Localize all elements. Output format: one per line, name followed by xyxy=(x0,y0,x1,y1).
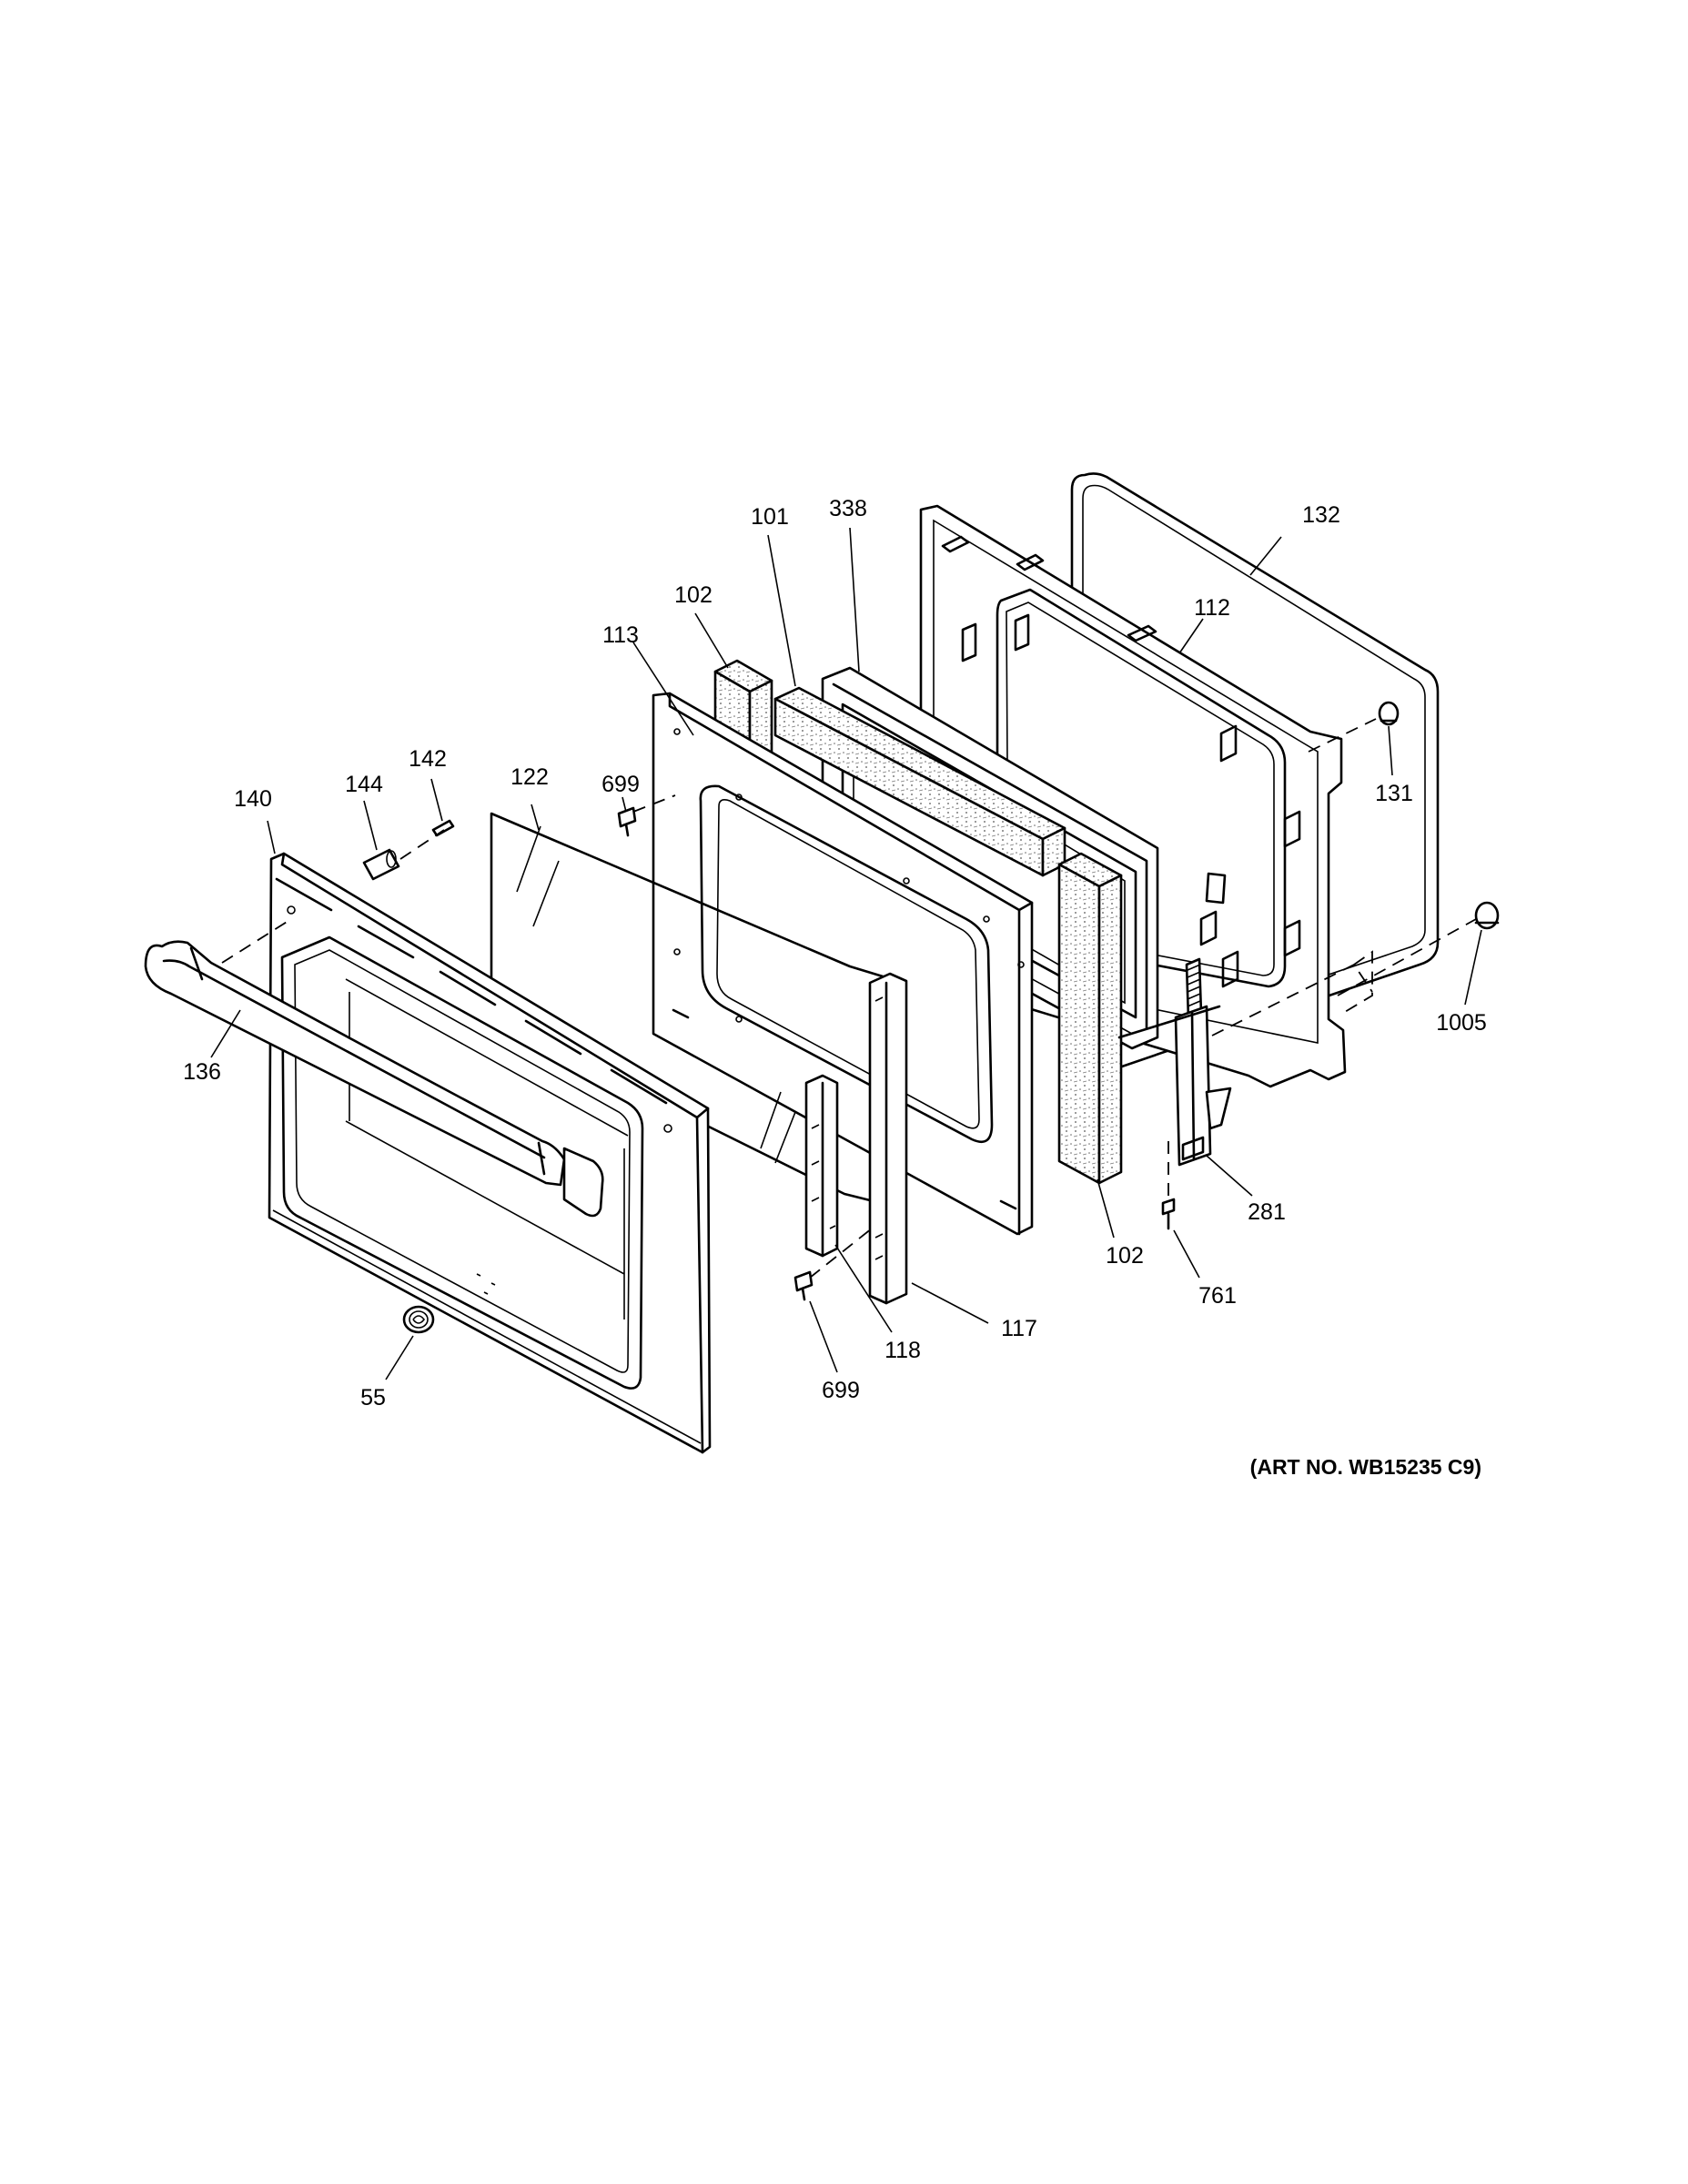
callout-118: 118 xyxy=(884,1338,921,1363)
callout-101: 101 xyxy=(751,504,789,530)
door-handle-136 xyxy=(144,940,604,1218)
pin-142 xyxy=(431,819,455,837)
spacer-144 xyxy=(362,848,400,881)
callout-131: 131 xyxy=(1375,781,1413,806)
art-number: (ART NO. WB15235 C9) xyxy=(1250,1455,1481,1479)
logo-badge-55 xyxy=(402,1305,435,1334)
hinge-bracket-117 xyxy=(868,972,908,1305)
callout-122: 122 xyxy=(510,764,549,790)
callout-labels: 132 338 101 102 113 112 131 699 142 144 … xyxy=(183,496,1487,1410)
insulation-strip-102-lower xyxy=(1057,852,1123,1185)
callout-140: 140 xyxy=(234,786,272,812)
callout-102-upper: 102 xyxy=(674,582,713,608)
screw-699-lower xyxy=(793,1270,814,1301)
callout-761: 761 xyxy=(1198,1283,1237,1309)
callout-338: 338 xyxy=(829,496,867,521)
bolt-131 xyxy=(1378,701,1400,726)
hinge-281 xyxy=(1174,957,1232,1167)
callout-102-lower: 102 xyxy=(1106,1243,1144,1269)
callout-112: 112 xyxy=(1194,595,1230,621)
assembly-lines xyxy=(221,718,1477,1279)
callout-113: 113 xyxy=(602,622,639,648)
callout-699-lower: 699 xyxy=(822,1378,860,1403)
leader-lines xyxy=(210,527,1482,1380)
callout-117: 117 xyxy=(1001,1316,1037,1341)
callout-132: 132 xyxy=(1302,502,1340,528)
callout-55: 55 xyxy=(360,1385,386,1410)
callout-144: 144 xyxy=(345,772,383,797)
callout-142: 142 xyxy=(409,746,447,772)
door-gasket-132 xyxy=(1070,472,1440,1081)
hinge-bracket-118 xyxy=(804,1074,839,1258)
callout-281: 281 xyxy=(1248,1199,1286,1225)
callout-699-upper: 699 xyxy=(601,772,640,797)
insulation-101 xyxy=(773,686,1066,877)
screw-761 xyxy=(1161,1198,1176,1230)
bolt-1005 xyxy=(1474,901,1500,930)
callout-1005: 1005 xyxy=(1436,1010,1487,1036)
screw-699-upper xyxy=(617,806,637,837)
callout-136: 136 xyxy=(183,1059,221,1085)
